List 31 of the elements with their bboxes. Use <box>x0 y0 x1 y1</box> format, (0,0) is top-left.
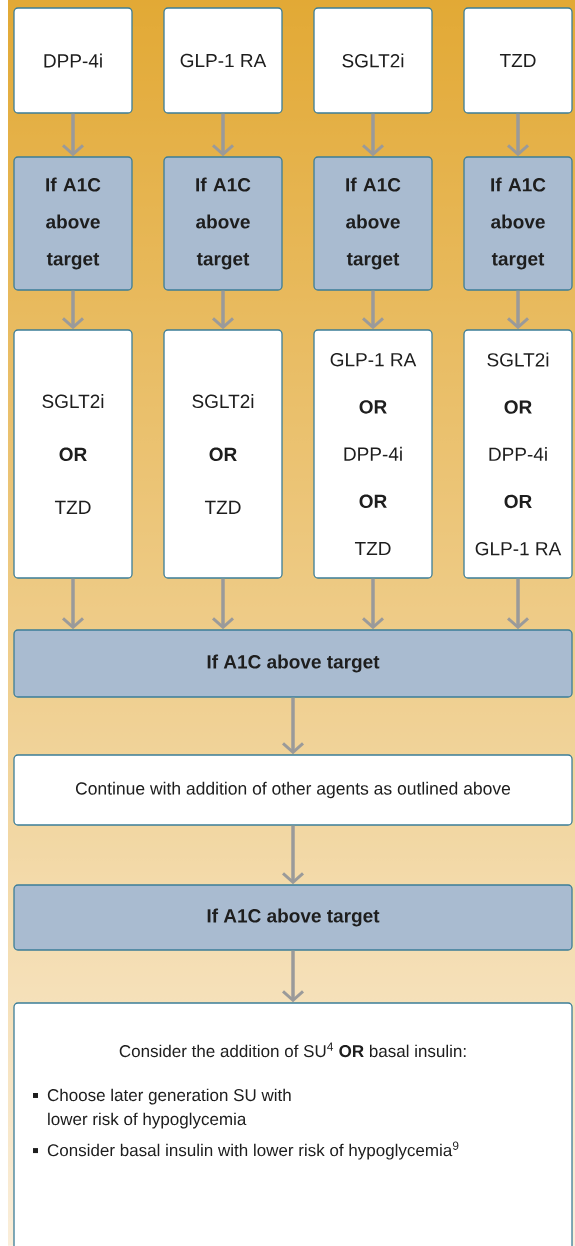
drug-box: TZD <box>463 7 573 114</box>
condition-box: If A1C above target <box>313 156 433 291</box>
arrow <box>362 290 384 330</box>
drug-box: DPP-4i <box>13 7 133 114</box>
arrow <box>362 113 384 157</box>
arrow <box>62 578 84 630</box>
arrow <box>507 578 529 630</box>
arrow <box>507 113 529 157</box>
arrow <box>507 290 529 330</box>
arrow <box>282 697 304 755</box>
arrow <box>212 113 234 157</box>
arrow <box>282 950 304 1003</box>
arrow <box>212 290 234 330</box>
step-box: Continue with addition of other agents as outlined above <box>13 754 573 826</box>
arrow <box>62 290 84 330</box>
condition-box: If A1C above target <box>13 884 573 951</box>
recommendation-box: Consider the addition of SU$^{4}$ OR basal insulin: Choose later generation SU with lower risk of hypoglycemia Consider basal insulin with lower risk of hypoglycemia$^{9}$ <box>13 1002 573 1246</box>
arrow <box>212 578 234 630</box>
options-box: SGLT2i OR TZD <box>13 329 133 579</box>
condition-box: If A1C above target <box>163 156 283 291</box>
condition-box: If A1C above target <box>463 156 573 291</box>
arrow <box>362 578 384 630</box>
condition-box: If A1C above target <box>13 156 133 291</box>
condition-box: If A1C above target <box>13 629 573 698</box>
options-box: SGLT2i OR DPP-4i OR GLP-1 RA <box>463 329 573 579</box>
drug-box: SGLT2i <box>313 7 433 114</box>
options-box: SGLT2i OR TZD <box>163 329 283 579</box>
options-box: GLP-1 RA OR DPP-4i OR TZD <box>313 329 433 579</box>
drug-box: GLP-1 RA <box>163 7 283 114</box>
arrow <box>282 825 304 885</box>
arrow <box>62 113 84 157</box>
